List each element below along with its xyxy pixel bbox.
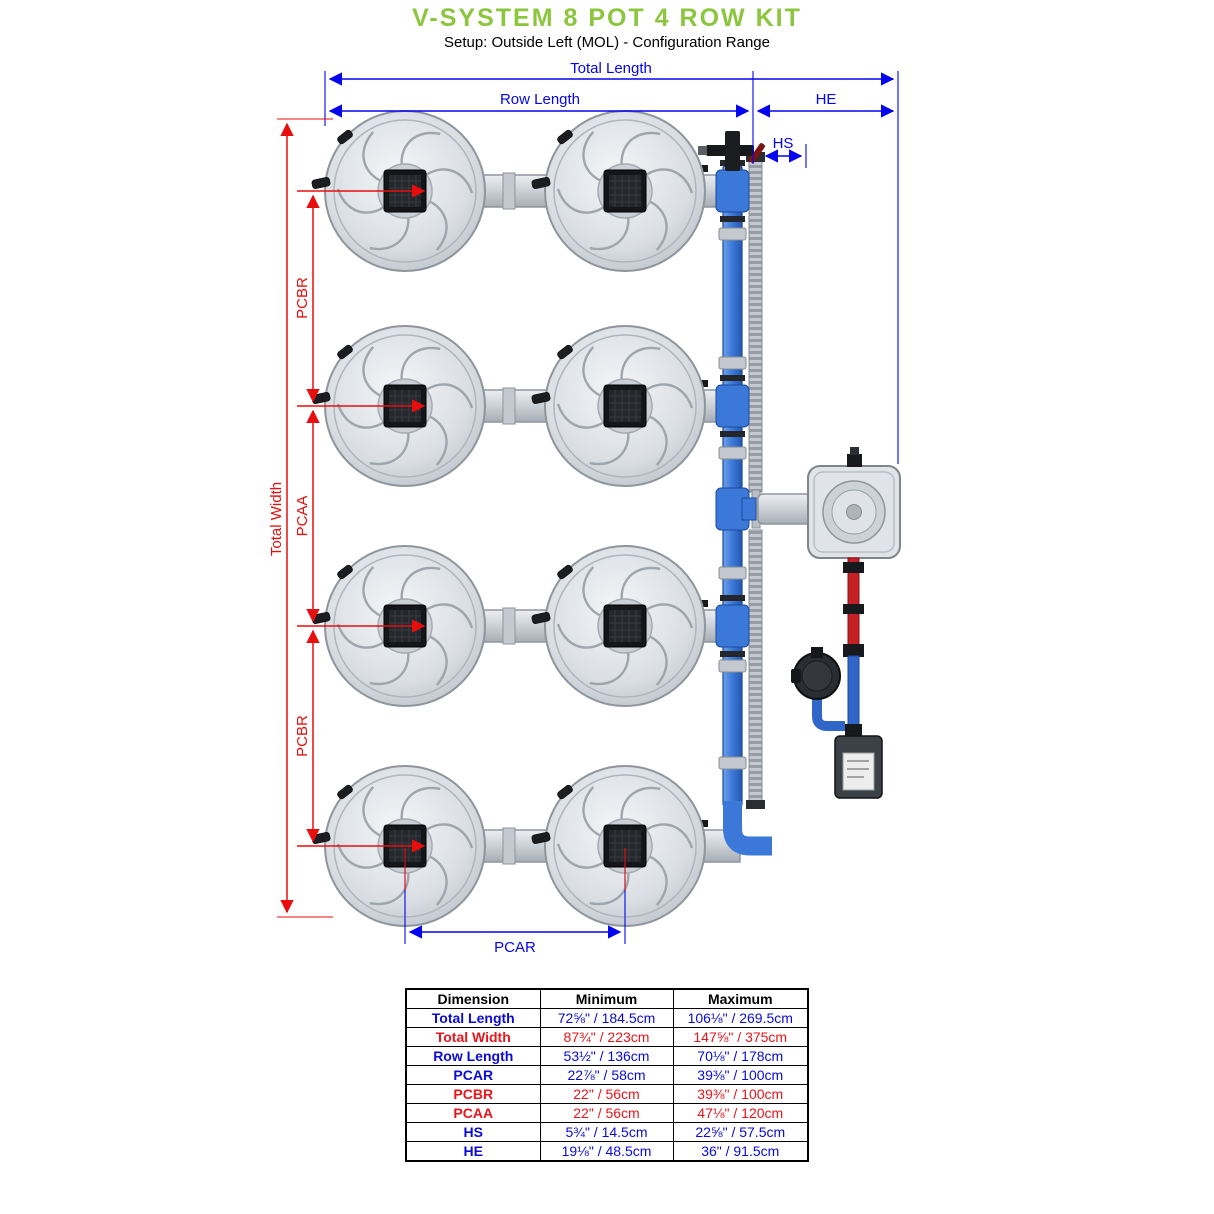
- manifold-tee: [715, 595, 750, 657]
- page-subtitle: Setup: Outside Left (MOL) - Configuratio…: [443, 34, 770, 51]
- dimensions-red: Total Width PCBR PCAA PCBR: [268, 118, 626, 918]
- minimum-cell: 5¾" / 14.5cm: [539, 1122, 674, 1142]
- label-pcaa: PCAA: [294, 496, 311, 537]
- maximum-cell: 47⅛" / 120cm: [672, 1103, 809, 1123]
- table-row: Row Length 53½" / 136cm 70⅛" / 178cm: [405, 1046, 809, 1066]
- minimum-cell: 22" / 56cm: [539, 1084, 674, 1104]
- table-row: Total Width 87¾" / 223cm 147⅝" / 375cm: [405, 1027, 809, 1047]
- maximum-cell: 22⅝" / 57.5cm: [672, 1122, 809, 1142]
- label-pcbr-bottom: PCBR: [294, 715, 311, 757]
- reservoir: [807, 447, 901, 559]
- table-header-row: Dimension Minimum Maximum: [405, 988, 809, 1009]
- maximum-cell: 39⅜" / 100cm: [672, 1084, 809, 1104]
- pump-blue-pipe: [847, 655, 860, 729]
- minimum-cell: 19⅛" / 48.5cm: [539, 1141, 674, 1162]
- label-pcar: PCAR: [494, 939, 536, 956]
- dimension-cell: PCAA: [405, 1103, 541, 1123]
- col-header-maximum: Maximum: [672, 988, 809, 1009]
- diagram: Total Length Row Length HE HS PCAR Total…: [0, 51, 1214, 966]
- maximum-cell: 36" / 91.5cm: [672, 1141, 809, 1162]
- minimum-cell: 53½" / 136cm: [539, 1046, 674, 1066]
- minimum-cell: 22" / 56cm: [539, 1103, 674, 1123]
- pot: [530, 324, 707, 488]
- manifold-elbow: [723, 801, 772, 856]
- label-row-length: Row Length: [500, 91, 580, 108]
- dimension-cell: HS: [405, 1122, 541, 1142]
- table-row: PCBR 22" / 56cm 39⅜" / 100cm: [405, 1084, 809, 1104]
- control-box-label: [842, 752, 875, 791]
- reservoir-feed-pipe: [751, 489, 811, 529]
- dimension-cell: PCBR: [405, 1084, 541, 1104]
- dimensions-table: Dimension Minimum Maximum Total Length 7…: [405, 988, 809, 1162]
- table-row: Total Length 72⅝" / 184.5cm 106⅛" / 269.…: [405, 1008, 809, 1028]
- label-hs: HS: [773, 135, 794, 152]
- label-total-length: Total Length: [570, 60, 652, 77]
- manifold: [698, 131, 772, 856]
- minimum-cell: 87¾" / 223cm: [539, 1027, 674, 1047]
- maximum-cell: 106⅛" / 269.5cm: [672, 1008, 809, 1028]
- dimension-cell: Total Width: [405, 1027, 541, 1047]
- manifold-tank-tee: [715, 487, 757, 531]
- maximum-cell: 147⅝" / 375cm: [672, 1027, 809, 1047]
- col-header-dimension: Dimension: [405, 988, 541, 1009]
- col-header-minimum: Minimum: [539, 988, 674, 1009]
- pot: [530, 764, 707, 928]
- dimensions-blue: Total Length Row Length HE HS PCAR: [324, 60, 899, 956]
- minimum-cell: 22⅞" / 58cm: [539, 1065, 674, 1085]
- table-row: HS 5¾" / 14.5cm 22⅝" / 57.5cm: [405, 1122, 809, 1142]
- minimum-cell: 72⅝" / 184.5cm: [539, 1008, 674, 1028]
- maximum-cell: 39⅜" / 100cm: [672, 1065, 809, 1085]
- reservoir-top-fitting: [847, 454, 862, 467]
- page-title: V-SYSTEM 8 POT 4 ROW KIT: [412, 4, 802, 32]
- dimension-cell: PCAR: [405, 1065, 541, 1085]
- pot: [530, 109, 707, 273]
- pots: [310, 109, 707, 928]
- row-pipes: [399, 165, 741, 865]
- dimension-cell: Row Length: [405, 1046, 541, 1066]
- maximum-cell: 70⅛" / 178cm: [672, 1046, 809, 1066]
- table-row: PCAA 22" / 56cm 47⅛" / 120cm: [405, 1103, 809, 1123]
- dimension-cell: Total Length: [405, 1008, 541, 1028]
- manifold-tee: [715, 375, 750, 437]
- label-pcbr-top: PCBR: [294, 277, 311, 319]
- pump-outlet-elbow: [812, 697, 845, 731]
- label-he: HE: [816, 91, 837, 108]
- header: V-SYSTEM 8 POT 4 ROW KIT Setup: Outside …: [0, 4, 1214, 51]
- pot: [530, 544, 707, 708]
- table-row: PCAR 22⅞" / 58cm 39⅜" / 100cm: [405, 1065, 809, 1085]
- dimension-cell: HE: [405, 1141, 541, 1162]
- label-total-width: Total Width: [268, 482, 285, 556]
- system-diagram: Total Length Row Length HE HS PCAR Total…: [268, 60, 901, 956]
- table-row: HE 19⅛" / 48.5cm 36" / 91.5cm: [405, 1141, 809, 1162]
- pump-assembly: [791, 557, 883, 799]
- corrugated-hose: [746, 152, 765, 809]
